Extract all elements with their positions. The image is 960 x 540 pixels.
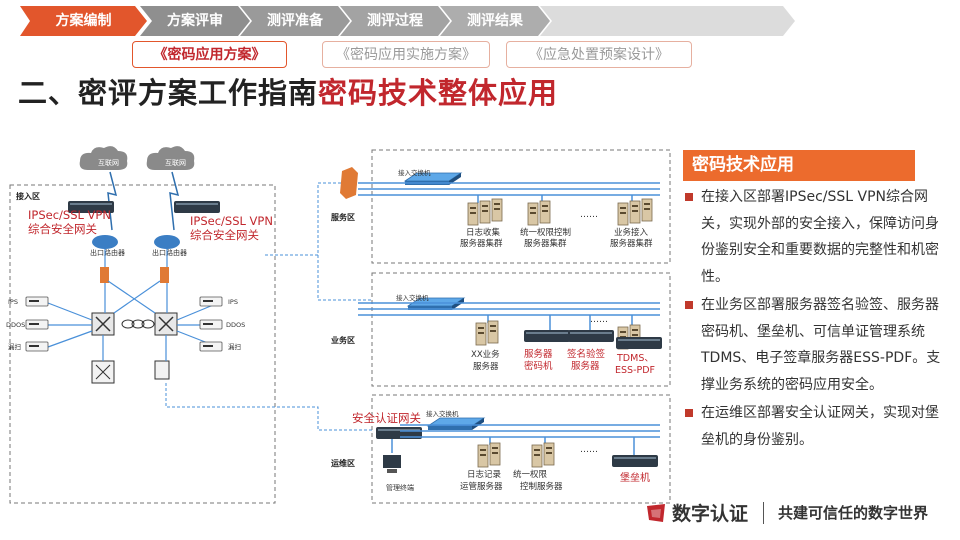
- bullet-ops: 在运维区部署安全认证网关，实现对堡垒机的身份鉴别。: [683, 400, 951, 453]
- footer-brand: 数字认证 共建可信任的数字世界: [645, 498, 945, 528]
- bullet-access-text: 在接入区部署IPSec/SSL VPN综合网关，实现外部的安全接入，保障访问身份…: [701, 189, 939, 285]
- business-xx-line1: XX业务: [471, 349, 500, 360]
- scan-right-label: 漏扫: [228, 342, 241, 351]
- brand-slogan: 共建可信任的数字世界: [778, 504, 929, 522]
- service-log-line2: 服务器集群: [460, 238, 503, 249]
- step-5[interactable]: 测评结果: [440, 6, 550, 36]
- vpn-left-line2: 综合安全网关: [28, 222, 97, 236]
- ops-switch-label: 接入交换机: [426, 409, 459, 418]
- bullet-marker: [685, 193, 693, 201]
- zone-access-box: [9, 184, 276, 504]
- service-access-line2: 服务器集群: [610, 238, 653, 249]
- vpn-left-line1: IPSec/SSL VPN: [28, 208, 111, 222]
- ops-auth-line2: 控制服务器: [520, 481, 563, 492]
- business-crypto-line1: 服务器: [524, 348, 553, 360]
- network-diagram: 接入区 互联网 互联网 IPSec/SSL VPN 综合安全网关 IPSec/S…: [6, 146, 671, 504]
- bullet-access: 在接入区部署IPSec/SSL VPN综合网关，实现外部的安全接入，保障访问身份…: [683, 184, 951, 290]
- bullet-business: 在业务区部署服务器签名验签、服务器密码机、堡垒机、可信单证管理系统TDMS、电子…: [683, 292, 951, 398]
- internet-cloud-right: 互联网: [146, 146, 195, 170]
- step-2-label: 方案评审: [167, 13, 223, 29]
- ips-right-label: IPS: [228, 298, 238, 306]
- ops-ellipsis: ……: [580, 445, 598, 455]
- ddos-right-label: DDOS: [226, 321, 245, 329]
- zone-business-box: [371, 272, 671, 387]
- router-right-label: 出口路由器: [152, 248, 187, 257]
- internet-cloud-left: 互联网: [79, 146, 128, 170]
- subtab-emergency-plan[interactable]: 《应急处置预案设计》: [506, 41, 692, 68]
- ops-gateway-label: 安全认证网关: [352, 411, 421, 425]
- service-auth-line2: 服务器集群: [524, 238, 567, 249]
- vpn-right-line2: 综合安全网关: [190, 228, 259, 242]
- business-sign-line1: 签名验签: [567, 348, 606, 360]
- business-tdms-line2: ESS-PDF: [615, 365, 655, 376]
- process-steps: 方案编制 方案评审 测评准备 测评过程 测评结果: [20, 6, 820, 40]
- service-log-line1: 日志收集: [466, 227, 501, 238]
- page-title-main: 二、密评方案工作指南: [18, 76, 319, 110]
- step-3-label: 测评准备: [267, 13, 323, 29]
- business-tdms-line1: TDMS、: [616, 353, 654, 364]
- step-1[interactable]: 方案编制: [20, 6, 147, 36]
- step-1-label: 方案编制: [55, 13, 112, 29]
- ops-terminal-label: 管理终端: [386, 483, 414, 492]
- panel-bullets: 在接入区部署IPSec/SSL VPN综合网关，实现外部的安全接入，保障访问身份…: [683, 184, 951, 455]
- brand-logo-icon: [647, 504, 665, 522]
- router-left-label: 出口路由器: [90, 248, 125, 257]
- zone-service-label: 服务区: [331, 212, 355, 222]
- ops-terminal-icon: [383, 455, 401, 468]
- step-4-label: 测评过程: [367, 13, 423, 29]
- bullet-ops-text: 在运维区部署安全认证网关，实现对堡垒机的身份鉴别。: [701, 405, 939, 448]
- page-title: 二、密评方案工作指南密码技术整体应用: [18, 70, 558, 112]
- vpn-right-line1: IPSec/SSL VPN: [190, 214, 273, 228]
- step-4[interactable]: 测评过程: [340, 6, 450, 36]
- zone-access-label: 接入区: [16, 191, 40, 201]
- zone-service-box: [371, 149, 671, 264]
- service-access-line1: 业务接入: [614, 227, 649, 238]
- business-switch-label: 接入交换机: [396, 293, 429, 302]
- zone-ops-box: [371, 394, 671, 504]
- scan-left-label: 漏扫: [8, 342, 21, 351]
- service-ellipsis: ……: [580, 210, 598, 220]
- internet-label-left: 互联网: [98, 158, 119, 167]
- ops-log-line2: 运管服务器: [460, 481, 503, 492]
- ops-bastion-label: 堡垒机: [620, 471, 650, 484]
- business-crypto-line2: 密码机: [524, 360, 553, 372]
- ops-auth-line1: 统一权限: [513, 469, 548, 480]
- brand-separator: [763, 502, 764, 524]
- service-firewall: [340, 167, 358, 199]
- step-3[interactable]: 测评准备: [240, 6, 350, 36]
- ddos-left-label: DDOS: [6, 321, 25, 329]
- business-sign-line2: 服务器: [571, 360, 600, 372]
- bullet-business-text: 在业务区部署服务器签名验签、服务器密码机、堡垒机、可信单证管理系统TDMS、电子…: [701, 297, 941, 393]
- router-right: [154, 235, 180, 249]
- step-2[interactable]: 方案评审: [140, 6, 250, 36]
- bullet-marker: [685, 301, 693, 309]
- panel-heading: 密码技术应用: [683, 150, 915, 181]
- step-bar-tail: [540, 6, 795, 36]
- ips-left-label: IPS: [8, 298, 18, 306]
- service-switch-label: 接入交换机: [398, 168, 431, 177]
- subtab-crypto-plan[interactable]: 《密码应用方案》: [132, 41, 287, 68]
- firewall-left: [100, 267, 109, 283]
- business-xx-line2: 服务器: [473, 361, 499, 372]
- bullet-marker: [685, 409, 693, 417]
- subtab-implementation-plan[interactable]: 《密码应用实施方案》: [322, 41, 490, 68]
- internet-label-right: 互联网: [165, 158, 186, 167]
- step-5-label: 测评结果: [467, 13, 523, 29]
- zone-business-label: 业务区: [331, 335, 355, 345]
- access-switch-right: [154, 360, 170, 380]
- ops-log-line1: 日志记录: [467, 469, 502, 480]
- service-auth-line1: 统一权限控制: [520, 227, 571, 238]
- page-title-highlight: 密码技术整体应用: [318, 76, 559, 110]
- router-left: [92, 235, 118, 249]
- brand-name: 数字认证: [672, 503, 749, 525]
- zone-ops-label: 运维区: [331, 458, 355, 468]
- firewall-right: [160, 267, 169, 283]
- business-ellipsis: ……: [590, 315, 608, 325]
